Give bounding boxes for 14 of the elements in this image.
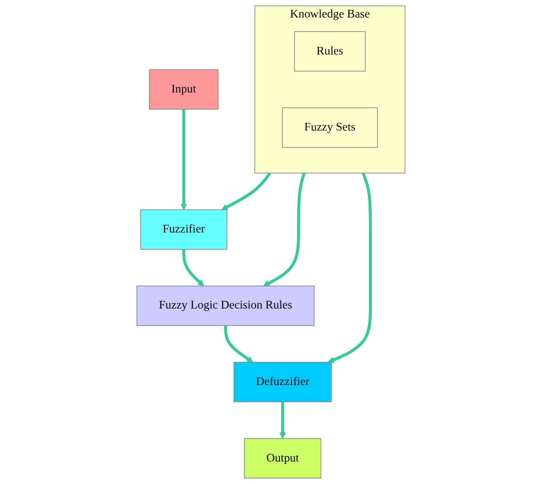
node-box: Output bbox=[244, 438, 321, 478]
node-box: Input bbox=[148, 69, 218, 110]
arrow bbox=[224, 326, 253, 363]
arrow bbox=[220, 172, 271, 210]
node-box: Defuzzifier bbox=[233, 362, 332, 402]
node-box: Fuzzy Sets bbox=[282, 107, 378, 148]
node-box: Fuzzy Logic Decision Rules bbox=[136, 286, 314, 326]
arrow bbox=[328, 172, 372, 363]
arrow bbox=[279, 402, 286, 439]
node-box: Rules bbox=[294, 31, 366, 72]
arrow bbox=[262, 172, 306, 286]
node-box: Fuzzifier bbox=[140, 209, 227, 250]
arrow bbox=[180, 109, 187, 210]
arrow bbox=[182, 249, 204, 286]
